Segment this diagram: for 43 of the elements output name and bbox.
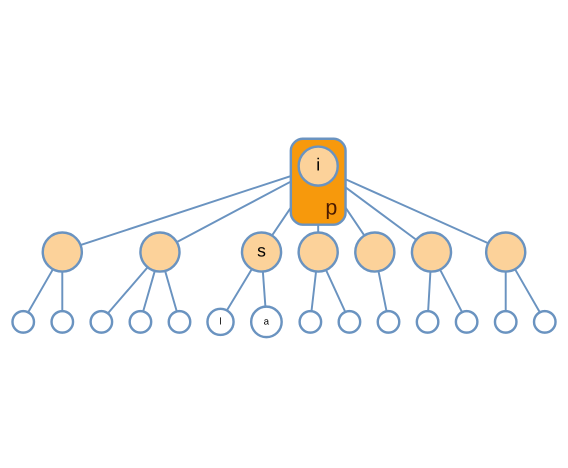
connector <box>504 272 507 311</box>
connector <box>317 224 320 232</box>
connector <box>378 271 388 312</box>
connector <box>27 268 54 313</box>
node-circle <box>454 310 479 334</box>
node-circle <box>416 310 440 334</box>
node-circle <box>410 231 452 273</box>
connector <box>427 272 432 312</box>
node-circle <box>168 310 192 334</box>
connector <box>439 269 463 312</box>
node-circle: i <box>297 145 339 187</box>
node-circle <box>337 310 362 334</box>
node-circle <box>298 310 322 334</box>
connector <box>61 272 64 311</box>
node-circle: l <box>206 308 235 336</box>
node-circle <box>11 310 36 334</box>
node-circle <box>139 231 181 273</box>
node-circle <box>376 310 400 334</box>
node-circle <box>297 231 339 273</box>
node-circle <box>89 310 114 334</box>
connector <box>345 178 489 244</box>
node-circle <box>128 310 152 334</box>
node-circle <box>50 310 74 334</box>
connector <box>142 270 156 312</box>
node-circle <box>494 310 518 334</box>
connector <box>262 271 266 307</box>
connector <box>310 271 318 312</box>
connector <box>325 270 346 312</box>
connector <box>514 268 541 313</box>
connector <box>176 180 292 243</box>
connector <box>80 175 292 246</box>
node-circle: a <box>250 305 283 338</box>
node-circle <box>532 310 557 334</box>
connector <box>271 207 292 236</box>
connector <box>226 268 253 311</box>
node-circle: s <box>240 231 282 273</box>
node-circle <box>484 231 526 273</box>
connector <box>107 266 148 314</box>
connector <box>164 270 178 312</box>
connector <box>344 186 417 240</box>
connector <box>344 207 366 236</box>
node-circle <box>42 231 84 273</box>
node-circle <box>354 231 396 273</box>
